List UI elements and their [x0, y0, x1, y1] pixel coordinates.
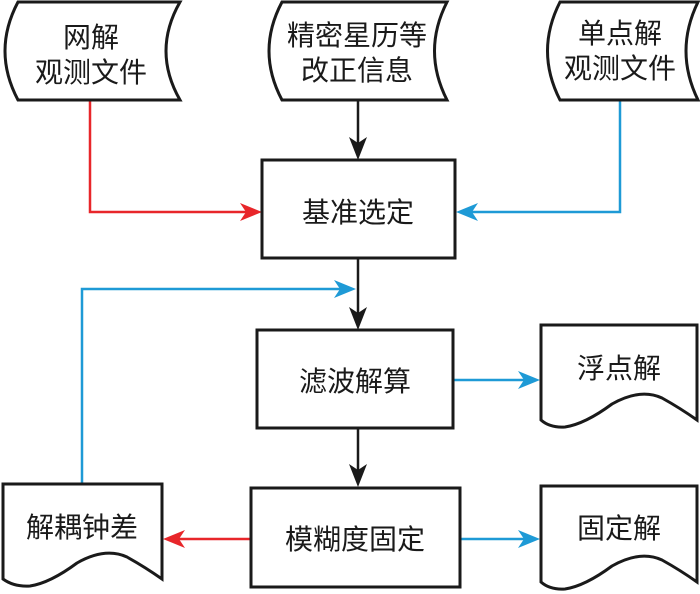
output-float-solution-label: 浮点解 [577, 352, 661, 385]
output-float-solution: 浮点解 [539, 323, 699, 429]
arrowhead [163, 530, 185, 548]
process-datum-selection: 基准选定 [260, 158, 457, 260]
arrowhead [456, 203, 478, 221]
arrowhead [349, 464, 367, 487]
edge-single-point-obs-to-datum [456, 100, 622, 221]
output-fixed-solution-label: 固定解 [577, 512, 661, 545]
output-fixed-solution: 固定解 [539, 484, 699, 591]
arrowhead [349, 137, 367, 160]
input-network-obs-line2: 观测文件 [35, 56, 147, 89]
input-single-point-obs-line2: 观测文件 [564, 52, 676, 85]
output-decoupled-clock-label: 解耦钟差 [26, 511, 138, 544]
output-decoupled-clock: 解耦钟差 [1, 482, 164, 588]
arrowhead [518, 530, 540, 548]
process-ambiguity-fixing: 模糊度固定 [249, 486, 462, 589]
process-filter-solution-label: 滤波解算 [299, 365, 411, 398]
input-network-obs: 网解 观测文件 [3, 0, 183, 102]
input-single-point-obs-line1: 单点解 [578, 17, 662, 50]
edge-ambiguity-to-clock [163, 530, 250, 548]
process-ambiguity-fixing-label: 模糊度固定 [285, 523, 425, 556]
input-precise-ephemeris: 精密星历等 改正信息 [267, 0, 450, 102]
input-precise-ephemeris-line1: 精密星历等 [287, 19, 427, 52]
edge-filter-to-ambiguity [349, 428, 367, 487]
edge-network-obs-to-datum [88, 101, 262, 221]
edge-ephemeris-to-datum [349, 100, 367, 160]
edge-ambiguity-to-fixed [461, 530, 540, 548]
edge-datum-to-filter [349, 258, 367, 330]
arrowhead [334, 280, 356, 298]
edge-filter-to-float [454, 371, 540, 389]
edge-clock-to-filter [80, 280, 356, 484]
input-precise-ephemeris-line2: 改正信息 [301, 54, 413, 87]
process-datum-selection-label: 基准选定 [302, 196, 414, 229]
process-filter-solution: 滤波解算 [255, 328, 455, 430]
arrowhead [518, 371, 540, 389]
arrowhead [240, 203, 262, 221]
input-single-point-obs: 单点解 观测文件 [546, 0, 700, 102]
input-network-obs-line1: 网解 [63, 21, 119, 54]
arrowhead [349, 307, 367, 330]
